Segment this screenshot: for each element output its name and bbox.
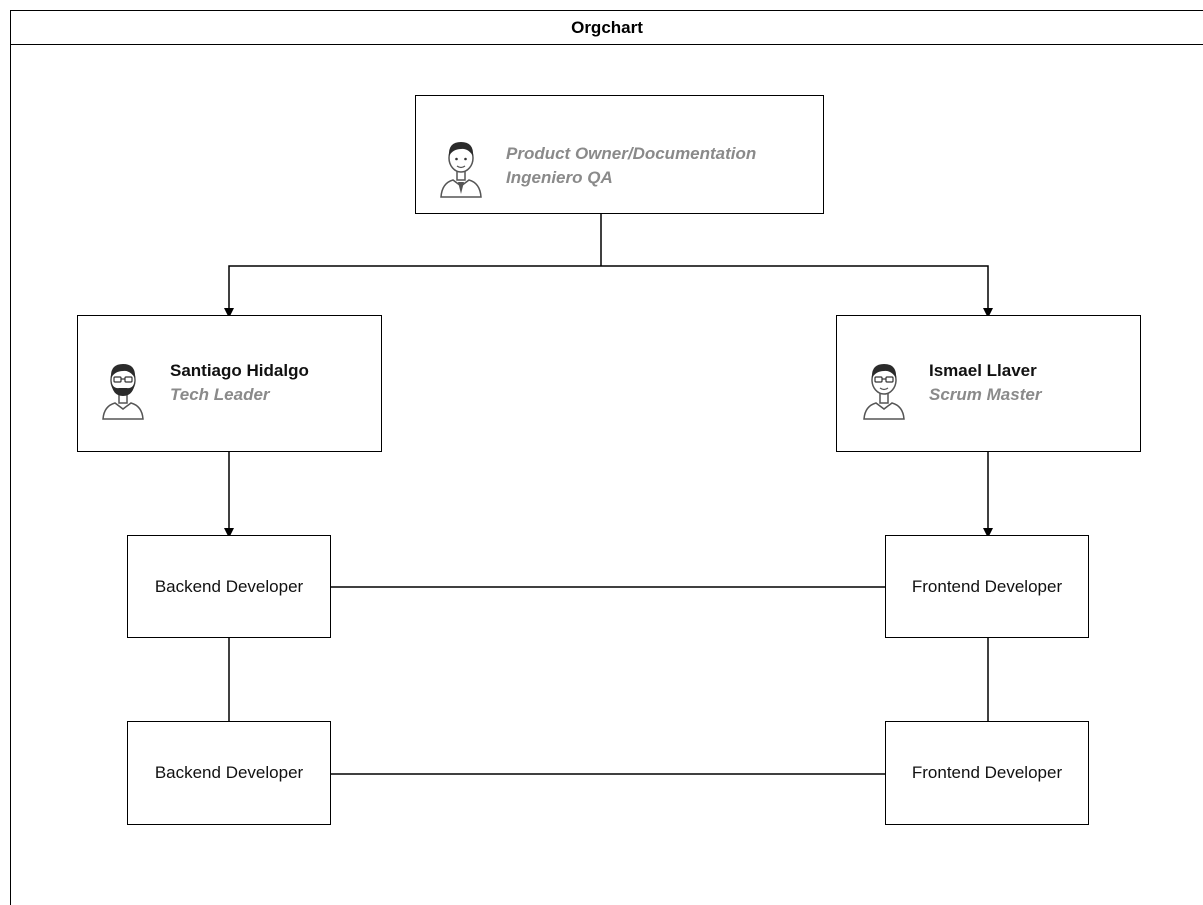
leader-node-tech: Santiago Hidalgo Tech Leader xyxy=(77,315,382,452)
root-title-line-2: Ingeniero QA xyxy=(506,168,613,187)
connector-to-scrum-master xyxy=(601,265,993,318)
root-title-line-1: Product Owner/Documentation xyxy=(506,144,757,163)
leader-name: Ismael Llaver xyxy=(929,361,1037,380)
backend-developer-box: Backend Developer xyxy=(127,721,331,825)
leader-role: Tech Leader xyxy=(170,385,270,404)
page-title: Orgchart xyxy=(10,10,1203,45)
connector-to-tech-leader xyxy=(224,265,601,318)
person-avatar-icon xyxy=(863,364,905,420)
frontend-developer-box: Frontend Developer xyxy=(885,535,1089,638)
leader-role: Scrum Master xyxy=(929,385,1042,404)
person-avatar-icon xyxy=(440,142,482,198)
leader-name: Santiago Hidalgo xyxy=(170,361,309,380)
frontend-developer-box: Frontend Developer xyxy=(885,721,1089,825)
bearded-person-avatar-icon xyxy=(102,364,144,420)
leader-node-scrum: Ismael Llaver Scrum Master xyxy=(836,315,1141,452)
backend-developer-box: Backend Developer xyxy=(127,535,331,638)
root-node: Product Owner/Documentation Ingeniero QA xyxy=(415,95,824,214)
